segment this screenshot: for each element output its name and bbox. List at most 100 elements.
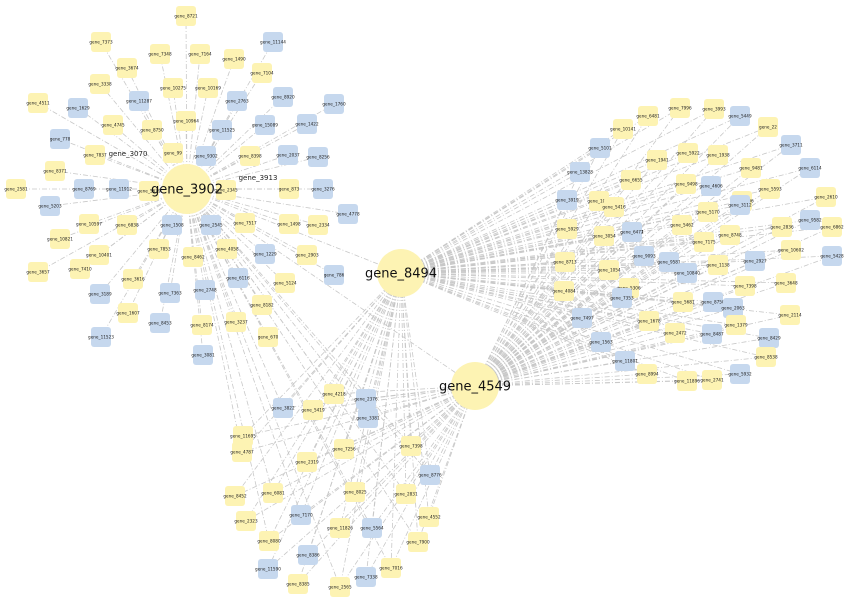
gene-node[interactable]: gene_7363 [158,283,182,303]
gene-node[interactable]: gene_5449 [728,106,752,126]
gene-node[interactable]: gene_4606 [699,176,723,196]
gene-node[interactable]: gene_11695 [230,426,256,446]
gene-node[interactable]: gene_778 [50,129,71,149]
gene-node[interactable]: gene_2323 [234,511,258,531]
gene-node[interactable]: gene_6116 [226,268,250,288]
gene-node[interactable]: gene_7016 [379,558,403,578]
gene-node[interactable]: gene_7104 [250,63,274,83]
gene-node[interactable]: gene_2472 [663,323,687,343]
gene-node[interactable]: gene_1508 [160,215,184,235]
gene-node[interactable]: gene_2114 [778,305,802,325]
gene-node[interactable]: gene_8182 [250,295,274,315]
gene-node[interactable]: gene_10401 [86,245,112,265]
gene-node[interactable]: gene_786 [324,265,345,285]
gene-node[interactable]: gene_9582 [798,210,822,230]
gene-node[interactable]: gene_10275 [160,78,186,98]
gene-node[interactable]: gene_2831 [394,484,418,504]
gene-node[interactable]: gene_1678 [637,311,661,331]
gene-node[interactable]: gene_3189 [88,284,112,304]
gene-node[interactable]: gene_3381 [356,408,380,428]
gene-node[interactable]: gene_7517 [233,213,257,233]
gene-node[interactable]: gene_5416 [602,197,626,217]
gene-node[interactable]: gene_8487 [700,324,724,344]
gene-node[interactable]: gene_8174 [190,315,214,335]
gene-node[interactable]: gene_8713 [553,252,577,272]
gene-node[interactable]: gene_1498 [277,214,301,234]
gene-node[interactable]: gene_3993 [702,99,726,119]
gene-node[interactable]: gene_5419 [301,400,325,420]
gene-node[interactable]: gene_4745 [101,115,125,135]
gene-node[interactable]: gene_2037 [276,145,300,165]
gene-node[interactable]: gene_1941 [645,150,669,170]
gene-node[interactable]: gene_15089 [252,115,278,135]
gene-node[interactable]: gene_5922 [676,143,700,163]
gene-node[interactable]: gene_10602 [778,240,804,260]
gene-node[interactable]: gene_7497 [570,308,594,328]
gene-node[interactable]: gene_5564 [360,518,384,538]
gene-node[interactable]: gene_2565 [328,577,352,597]
gene-node[interactable]: gene_8750 [140,120,164,140]
gene-node[interactable]: gene_1138 [706,255,730,275]
gene-node[interactable]: gene_11896 [674,371,700,391]
gene-node[interactable]: gene_8538 [754,347,778,367]
gene-node[interactable]: gene_8080 [257,531,281,551]
gene-node[interactable]: gene_6114 [798,158,822,178]
gene-node[interactable]: gene_3338 [88,74,112,94]
gene-node[interactable]: gene_2748 [193,280,217,300]
gene-node[interactable]: gene_8994 [635,364,659,384]
gene-node[interactable]: gene_2903 [295,245,319,265]
gene-node[interactable]: gene_1629 [66,98,90,118]
gene-node[interactable]: gene_13828 [567,162,593,182]
gene-node[interactable]: gene_11801 [612,351,638,371]
gene-node[interactable]: gene_11144 [260,32,286,52]
gene-node[interactable]: gene_7353 [610,288,634,308]
gene-node[interactable]: gene_4552 [417,507,441,527]
gene-node[interactable]: gene_1563 [589,332,613,352]
gene-node[interactable]: gene_3822 [271,398,295,418]
gene-node[interactable]: gene_5428 [820,246,844,266]
gene-node[interactable]: gene_7853 [147,239,171,259]
gene-node[interactable]: gene_8920 [271,87,295,107]
gene-node[interactable]: gene_2741 [700,370,724,390]
gene-node[interactable]: gene_8776 [418,465,442,485]
gene-node[interactable]: gene_9302 [194,146,218,166]
gene-node[interactable]: gene_7256 [332,439,356,459]
gene-node[interactable]: gene_8371 [43,161,67,181]
gene-node[interactable]: gene_6472 [620,222,644,242]
gene-node[interactable]: gene_3081 [191,345,215,365]
gene-node[interactable]: gene_8429 [757,328,781,348]
gene-node[interactable]: gene_4778 [336,204,360,224]
gene-node[interactable]: gene_8748 [718,225,742,245]
gene-node[interactable]: gene_7837 [83,145,107,165]
gene-node[interactable]: gene_7900 [406,532,430,552]
gene-node[interactable]: gene_8256 [306,147,330,167]
gene-node[interactable]: gene_7175 [692,232,716,252]
hub-node[interactable]: gene_3902 [151,164,223,214]
gene-node[interactable]: gene_1607 [116,303,140,323]
gene-node[interactable]: gene_9581 [657,252,681,272]
gene-node[interactable]: gene_8721 [174,6,198,26]
gene-node[interactable]: gene_2345 [214,180,238,200]
gene-node[interactable]: gene_1938 [706,145,730,165]
gene-node[interactable]: gene_1054 [597,260,621,280]
gene-node[interactable]: gene_8452 [223,486,247,506]
gene-node[interactable]: gene_3919 [555,190,579,210]
gene-node[interactable]: gene_6838 [115,215,139,235]
gene-node[interactable]: gene_5593 [758,179,782,199]
gene-node[interactable]: gene_5462 [670,215,694,235]
gene-node[interactable]: gene_5124 [273,273,297,293]
gene-node[interactable]: gene_2581 [4,179,28,199]
gene-node[interactable]: gene_8386 [296,545,320,565]
gene-node[interactable]: gene_8025 [343,482,367,502]
gene-node[interactable]: gene_4084 [552,281,576,301]
gene-node[interactable]: gene_2334 [306,215,330,235]
gene-node[interactable]: gene_1379 [724,315,748,335]
gene-node[interactable]: gene_3657 [26,262,50,282]
gene-node[interactable]: gene_2763 [225,91,249,111]
gene-node[interactable]: gene_11912 [106,179,132,199]
gene-node[interactable]: gene_3711 [779,135,803,155]
gene-node[interactable]: gene_9093 [632,246,656,266]
gene-node[interactable]: gene_3237 [224,312,248,332]
gene-node[interactable]: gene_3054 [592,226,616,246]
gene-node[interactable]: gene_4787 [230,442,254,462]
